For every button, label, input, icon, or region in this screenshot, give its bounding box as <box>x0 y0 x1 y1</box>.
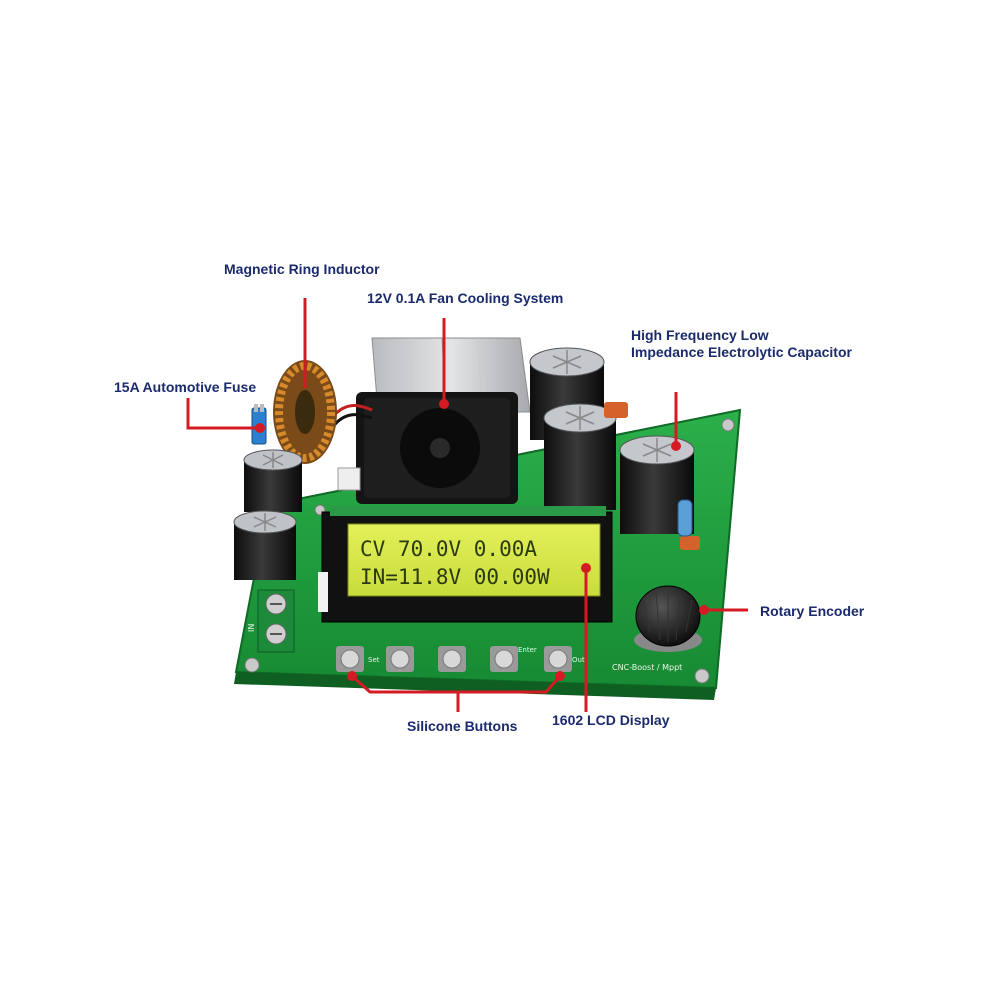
film-capacitor <box>604 402 628 418</box>
button-set[interactable]: Set <box>336 646 380 672</box>
label-rotary-encoder: Rotary Encoder <box>760 603 865 619</box>
button-enter-label: Enter <box>518 646 537 654</box>
callout-lines <box>186 298 748 712</box>
capacitor-left-bottom <box>233 510 297 580</box>
lcd-line-1: CV 70.0V 0.00A <box>360 537 537 561</box>
button-right[interactable] <box>438 646 466 672</box>
button-row: Set Enter Out <box>336 646 585 672</box>
label-lcd-display: 1602 LCD Display <box>552 712 670 728</box>
callout-fuse-dot <box>255 423 265 433</box>
callout-buttons-dot-right <box>555 671 565 681</box>
callout-fan-dot <box>439 399 449 409</box>
lcd-line-2: IN=11.8V 00.00W <box>360 565 550 589</box>
capacitor-left-top <box>243 449 303 512</box>
callout-encoder-dot <box>699 605 709 615</box>
button-enter[interactable]: Enter <box>490 646 537 672</box>
callout-buttons-dot-left <box>347 671 357 681</box>
button-out-label: Out <box>572 656 585 664</box>
callout-fuse <box>186 398 258 430</box>
terminal-label: IN <box>247 624 256 632</box>
button-out[interactable]: Out <box>544 646 585 672</box>
fan-icon <box>328 392 518 504</box>
label-capacitor-line1: High Frequency Low <box>631 327 769 343</box>
silkscreen-model: CNC-Boost / Mppt <box>612 663 682 672</box>
label-silicone-buttons: Silicone Buttons <box>407 718 518 734</box>
resistor <box>677 499 693 537</box>
label-capacitor-line2: Impedance Electrolytic Capacitor <box>631 344 852 360</box>
label-magnetic-ring-inductor: Magnetic Ring Inductor <box>224 261 380 277</box>
callout-lcd-dot <box>581 563 591 573</box>
label-fuse: 15A Automotive Fuse <box>114 379 257 395</box>
lcd-module: CV 70.0V 0.00A IN=11.8V 00.00W <box>318 506 613 623</box>
capacitor-right-2 <box>543 403 617 510</box>
film-capacitor-2 <box>680 536 700 550</box>
knob-icon[interactable] <box>634 585 702 652</box>
toroid-inductor <box>273 360 337 464</box>
label-fan: 12V 0.1A Fan Cooling System <box>367 290 564 306</box>
callout-capacitor-dot <box>671 441 681 451</box>
button-left[interactable] <box>386 646 414 672</box>
terminal-block: IN <box>247 589 295 653</box>
button-set-label: Set <box>368 656 380 664</box>
